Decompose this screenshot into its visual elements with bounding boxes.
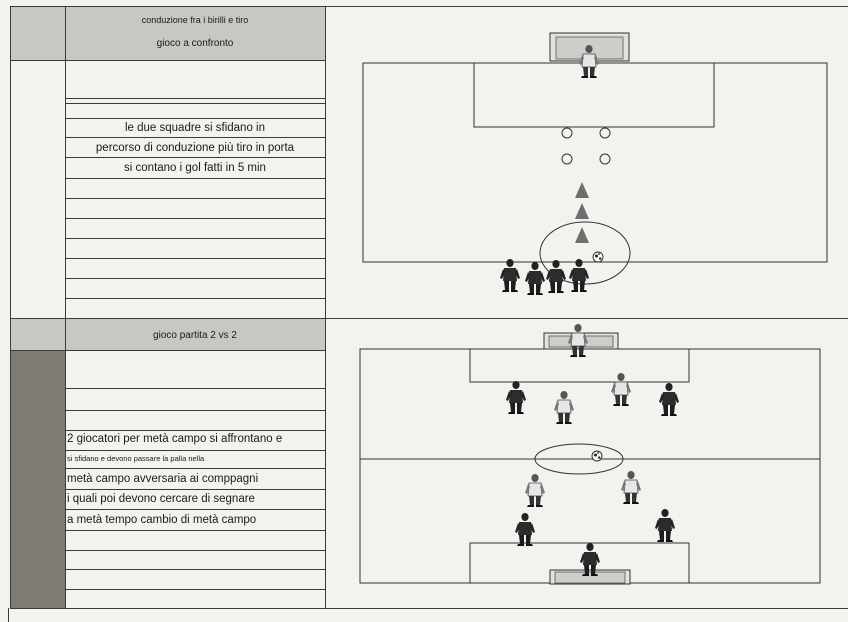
block1-header-line2: gioco a confronto	[156, 38, 234, 49]
block2-desc-line3: metà campo avversaria ai comppagni	[67, 473, 259, 485]
block1-desc-line3: si contano i gol fatti in 5 min	[124, 162, 266, 174]
block1-header-cell	[65, 6, 325, 60]
block2-header-cell	[65, 318, 325, 350]
block2-desc-line4: i quali poi devono cercare di segnare	[67, 493, 255, 505]
block2-left-header-cell	[10, 318, 65, 350]
block2-desc-line2: si sfidano e devono passare la palla nel…	[67, 454, 205, 463]
player-icon	[506, 323, 679, 576]
block2-desc-line1: 2 giocatori per metà campo si affrontano…	[67, 433, 283, 445]
player-icon	[500, 44, 600, 295]
block1-desc-line2: percorso di conduzione più tiro in porta	[95, 142, 295, 154]
block2-desc-line5: a metà tempo cambio di metà campo	[67, 514, 257, 526]
ball-icon	[591, 450, 603, 462]
block1-left-header-cell	[10, 6, 65, 60]
block1-header-line1: conduzione fra i birilli e tiro	[141, 15, 249, 25]
block2-header: gioco partita 2 vs 2	[153, 330, 237, 341]
marker-icon	[561, 127, 611, 165]
diagram1-field	[362, 62, 828, 285]
cone-icon	[575, 182, 589, 243]
ball-icon	[592, 251, 604, 263]
block1-desc-line1: le due squadre si sfidano in	[124, 122, 265, 134]
block2-side-cell	[10, 350, 65, 608]
